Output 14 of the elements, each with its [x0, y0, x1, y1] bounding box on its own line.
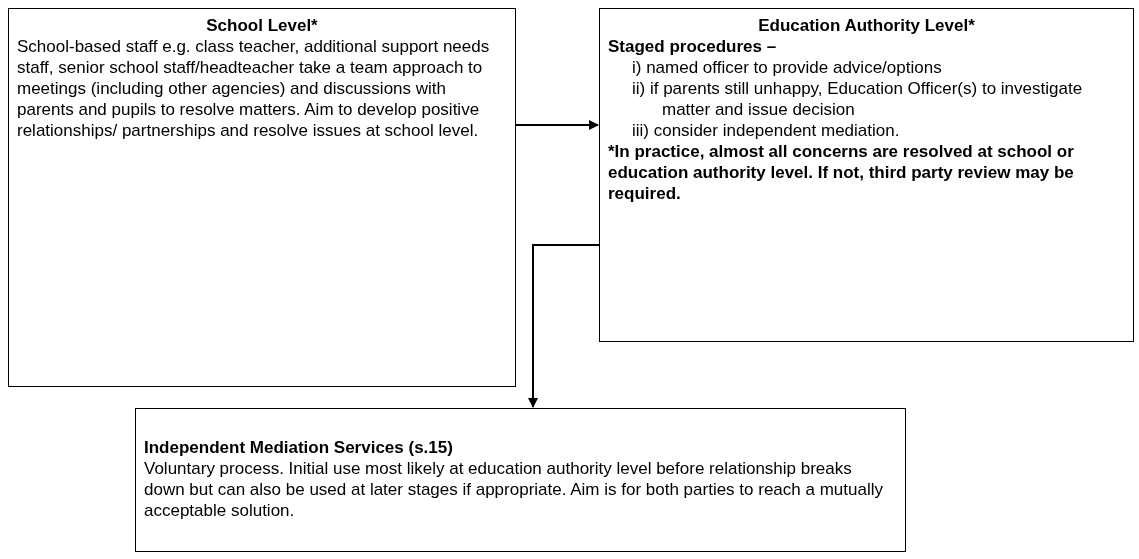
list-item: i) named officer to provide advice/options: [631, 57, 943, 78]
subheading: Staged procedures –: [608, 36, 778, 57]
arrow: [528, 244, 600, 408]
body-text: School-based staff e.g. class teacher, additional support needs staff, senior school staff/headteacher take a team approach to meetings (including other agencies) and discussions with parents and pupils to resolve matters. Aim to develop positive relationships/ partnerships and resolve issues at school level.: [17, 36, 491, 141]
text-box: [135, 408, 906, 552]
list-item: iii) consider independent mediation.: [631, 120, 901, 141]
arrow: [515, 120, 599, 130]
text-box: [599, 8, 1134, 342]
box-heading: Education Authority Level*: [757, 15, 976, 36]
body-text: Voluntary process. Initial use most likely at education authority level before relationship breaks down but can also be used at later stages if appropriate. Aim is for both parties to reach a mutually acceptable solution.: [144, 458, 884, 521]
box-heading: Independent Mediation Services (s.15): [144, 437, 454, 458]
text-box: [8, 8, 516, 387]
note-text: *In practice, almost all concerns are resolved at school or education authority level. If not, third party review may be required.: [608, 141, 1075, 204]
box-heading: School Level*: [205, 15, 319, 36]
